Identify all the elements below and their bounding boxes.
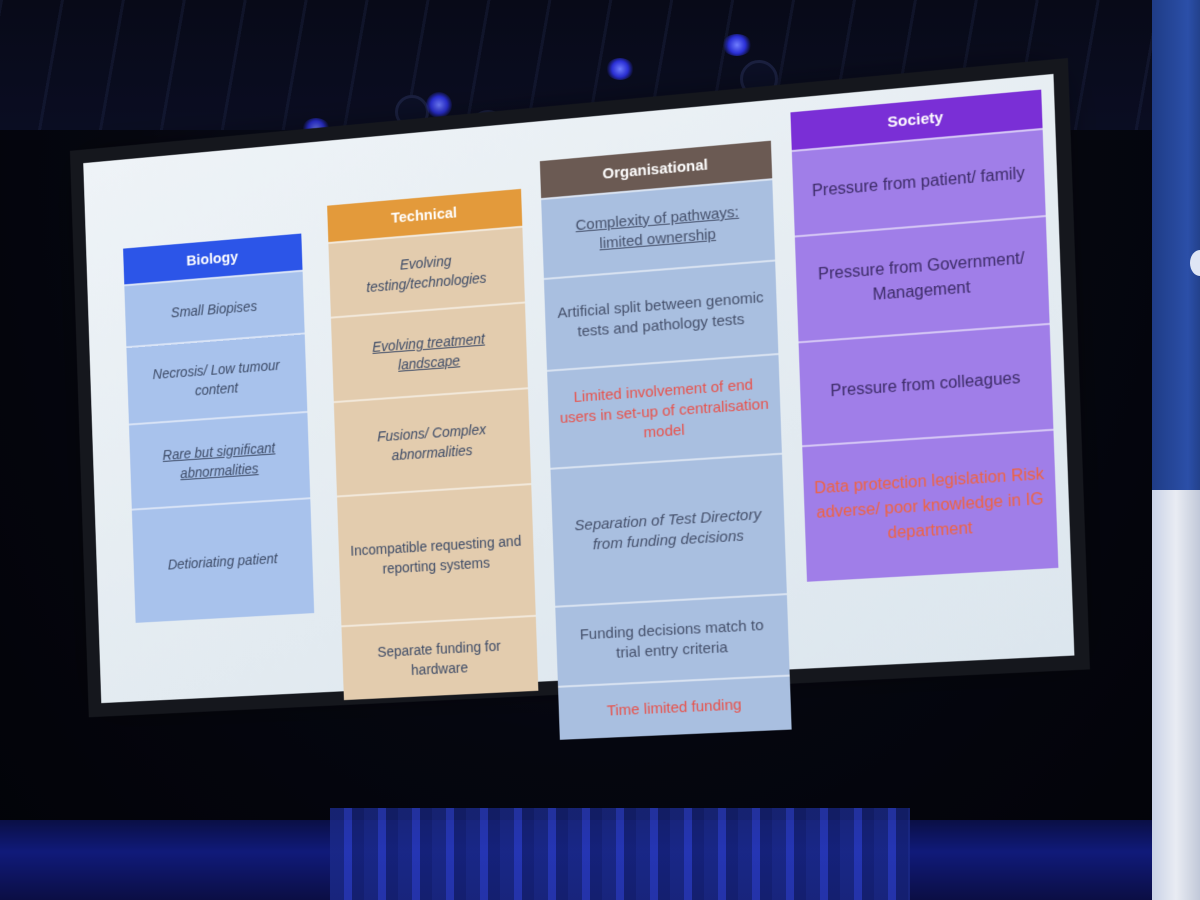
projection-screen: Biology Small Biopises Necrosis/ Low tum…: [83, 73, 1075, 740]
biology-item: Necrosis/ Low tumour content: [126, 332, 308, 424]
technical-item: Separate funding for hardware: [341, 614, 539, 701]
stage-light: [426, 92, 452, 118]
organisational-item: Separation of Test Directory from fundin…: [550, 452, 787, 606]
organisational-item: Time limited funding: [557, 674, 792, 740]
stage-light: [395, 95, 429, 129]
society-item: Data protection legislation Risk adverse…: [802, 428, 1059, 582]
technical-item: Incompatible requesting and reporting sy…: [336, 483, 536, 626]
organisational-item: Limited involvement of end users in set-…: [547, 353, 782, 468]
organisational-item: Artificial split between genomic tests a…: [543, 259, 779, 370]
society-item: Pressure from Government/ Management: [794, 215, 1050, 342]
stage-light: [606, 58, 634, 80]
society-item: Pressure from colleagues: [798, 322, 1054, 446]
side-banner-logo: [1190, 250, 1200, 276]
technical-item: Evolving treatment landscape: [330, 301, 528, 402]
technical-item: Fusions/ Complex abnormalities: [333, 387, 532, 496]
stage-light: [722, 34, 752, 56]
biology-item: Rare but significant abnormalities: [128, 410, 311, 509]
side-banner: [1152, 0, 1200, 900]
stage-light: [740, 60, 778, 98]
stage-light: [302, 118, 330, 140]
biology-item: Detioriating patient: [131, 497, 315, 623]
column-organisational: Organisational Complexity of pathways: l…: [539, 140, 792, 740]
stage-curtain: [330, 808, 910, 900]
column-technical: Technical Evolving testing/technologies …: [327, 188, 539, 701]
organisational-item: Funding decisions match to trial entry c…: [555, 593, 790, 686]
column-society: Society Pressure from patient/ family Pr…: [790, 89, 1059, 582]
column-biology: Biology Small Biopises Necrosis/ Low tum…: [123, 233, 315, 623]
